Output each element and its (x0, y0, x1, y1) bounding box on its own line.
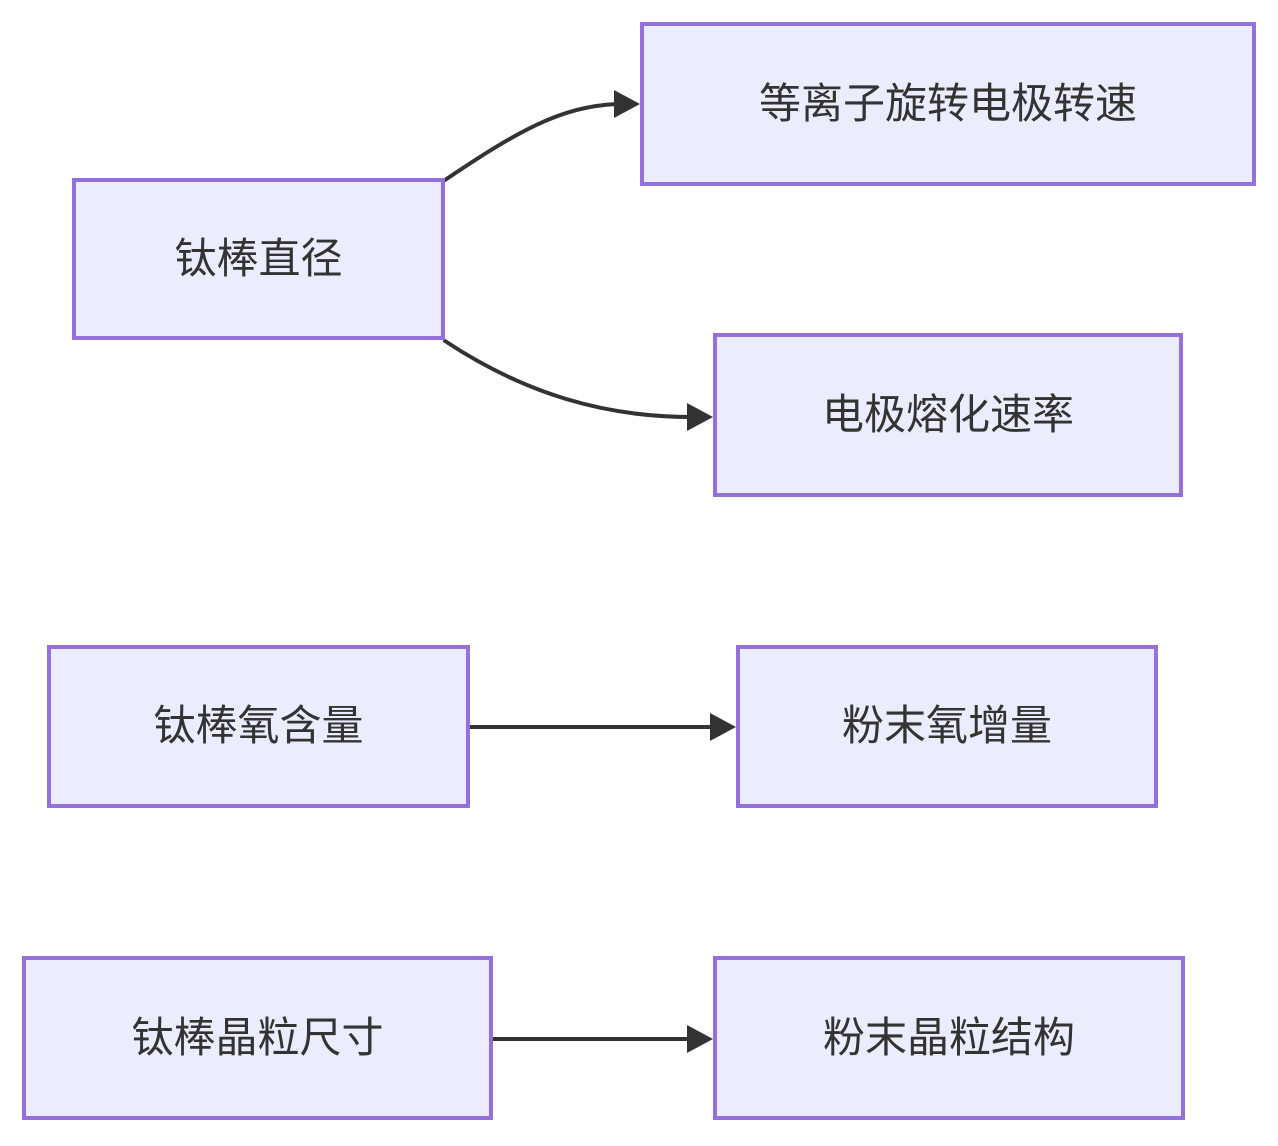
edge-grain-size-to-grain-structure (491, 1025, 713, 1053)
node-ti-rod-oxygen-content: 钛棒氧含量 (47, 645, 470, 808)
node-ti-rod-diameter: 钛棒直径 (72, 178, 445, 340)
node-plasma-rotating-electrode-speed: 等离子旋转电极转速 (640, 22, 1256, 186)
node-label: 钛棒氧含量 (153, 702, 364, 750)
node-ti-rod-grain-size: 钛棒晶粒尺寸 (22, 956, 493, 1120)
node-powder-oxygen-pickup: 粉末氧增量 (736, 645, 1158, 808)
node-powder-grain-structure: 粉末晶粒结构 (713, 956, 1185, 1120)
node-label: 粉末氧增量 (841, 702, 1052, 750)
edge-diameter-to-melting-rate (443, 339, 713, 431)
arrowhead-icon (687, 403, 713, 431)
edge-diameter-to-electrode-speed (443, 90, 640, 182)
arrowhead-icon (710, 713, 736, 741)
node-electrode-melting-rate: 电极熔化速率 (713, 333, 1183, 497)
node-label: 钛棒晶粒尺寸 (131, 1013, 384, 1061)
arrowhead-icon (614, 90, 640, 118)
node-label: 等离子旋转电极转速 (758, 79, 1137, 127)
edge-oxygen-content-to-oxygen-pickup (468, 713, 736, 741)
arrowhead-icon (687, 1025, 713, 1053)
node-label: 电极熔化速率 (821, 390, 1074, 438)
node-label: 粉末晶粒结构 (822, 1013, 1075, 1061)
node-label: 钛棒直径 (174, 234, 343, 282)
